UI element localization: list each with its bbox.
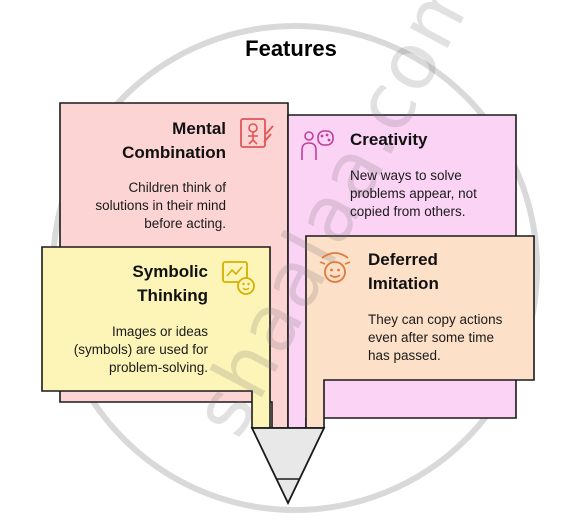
mental-title-line2: Combination (122, 143, 226, 162)
deferred-title-line2: Imitation (368, 274, 439, 293)
artist-palette-icon (301, 130, 334, 160)
mental-text-line1: Children think of (128, 180, 226, 195)
symbolic-thinking-title: Symbolic Thinking (60, 260, 208, 308)
symbol-board-icon (222, 261, 255, 295)
creativity-text-line1: New ways to solve (350, 168, 462, 183)
deferred-imitation-text: They can copy actions even after some ti… (368, 311, 532, 365)
symbolic-title-line2: Thinking (137, 286, 208, 305)
mirror-face-icon (319, 252, 351, 283)
deferred-imitation-title: Deferred Imitation (368, 248, 528, 296)
deferred-text-line2: even after some time (368, 330, 495, 345)
mental-combination-title: Mental Combination (80, 117, 226, 165)
mental-text-line2: solutions in their mind (95, 198, 226, 213)
mental-combination-text: Children think of solutions in their min… (66, 179, 226, 233)
diagram-title: Features (245, 36, 337, 61)
symbolic-text-line1: Images or ideas (111, 324, 208, 339)
creativity-text-line2: problems appear, not (350, 186, 477, 201)
creativity-title: Creativity (350, 130, 428, 149)
symbolic-thinking-text: Images or ideas (symbols) are used for p… (48, 323, 208, 377)
creativity-text-line3: copied from others. (350, 204, 466, 219)
symbolic-title-line1: Symbolic (132, 262, 208, 281)
creativity-text: New ways to solve problems appear, not c… (350, 167, 510, 221)
symbolic-text-line2: (symbols) are used for (73, 342, 208, 357)
pencil-tip (250, 427, 326, 506)
deferred-text-line1: They can copy actions (368, 312, 503, 327)
deferred-text-line3: has passed. (368, 348, 441, 363)
deferred-title-line1: Deferred (368, 250, 438, 269)
mind-puzzle-icon (240, 118, 274, 148)
mental-text-line3: before acting. (144, 216, 226, 231)
mental-title-line1: Mental (172, 119, 226, 138)
symbolic-text-line3: problem-solving. (108, 360, 208, 375)
